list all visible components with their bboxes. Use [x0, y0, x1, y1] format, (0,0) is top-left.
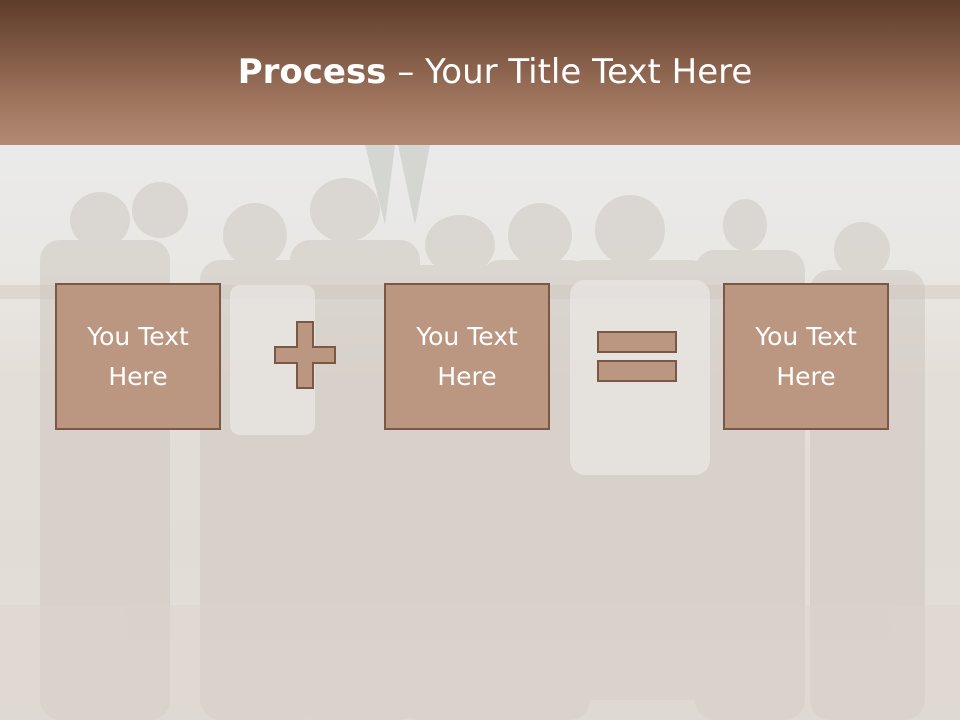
equals-icon	[597, 331, 677, 382]
process-box-3-label: You Text Here	[755, 321, 857, 391]
process-box-3[interactable]: You Text Here	[723, 283, 889, 430]
slide-title[interactable]: Process – Your Title Text Here	[0, 52, 960, 92]
plus-icon	[274, 321, 336, 389]
title-bold: Process	[237, 52, 387, 92]
title-rest: – Your Title Text Here	[386, 52, 753, 92]
background-overlay	[0, 145, 960, 720]
process-box-1-label: You Text Here	[87, 321, 189, 391]
header-bar	[0, 0, 960, 145]
process-box-1[interactable]: You Text Here	[55, 283, 221, 430]
process-box-2-label: You Text Here	[416, 321, 518, 391]
process-box-2[interactable]: You Text Here	[384, 283, 550, 430]
